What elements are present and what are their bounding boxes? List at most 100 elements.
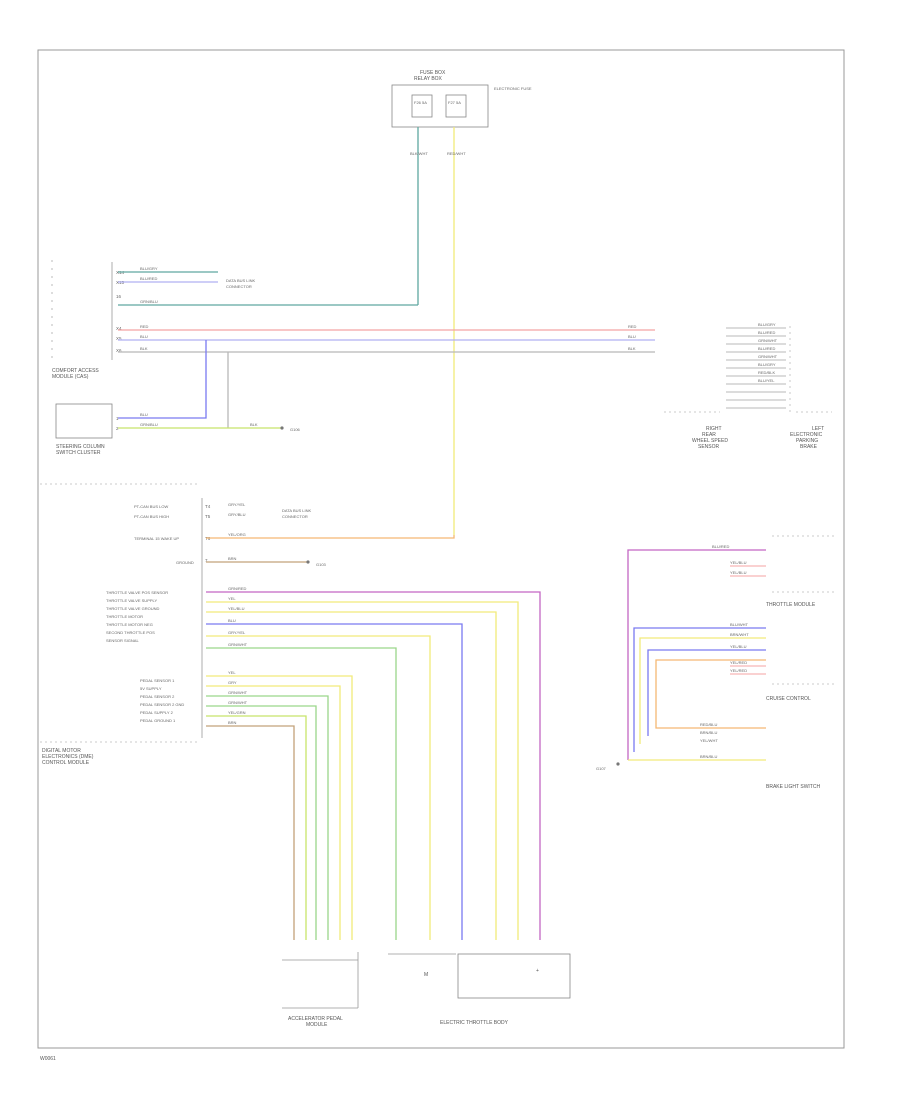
svg-text:PT-CAN BUS HIGH: PT-CAN BUS HIGH [134,514,169,519]
wire-bus-drop-blue [118,340,207,419]
svg-text:YEL/BLU: YEL/BLU [228,606,245,611]
svg-text:YEL/RED: YEL/RED [730,668,747,673]
svg-text:CONNECTOR: CONNECTOR [226,284,252,289]
svg-text:PEDAL SENSOR 2 GND: PEDAL SENSOR 2 GND [140,702,184,707]
electric-throttle-body: M + ELECTRIC THROTTLE BODY [388,953,571,1026]
fuse-box: FUSE BOX RELAY BOX ELECTRONIC FUSE F26 5… [391,70,532,128]
svg-text:REAR: REAR [702,432,716,438]
svg-text:SENSOR: SENSOR [698,444,720,450]
svg-text:CRUISE CONTROL: CRUISE CONTROL [766,696,811,702]
svg-text:7: 7 [205,558,208,563]
svg-text:BLU: BLU [228,618,236,623]
wire-pedal-4 [206,705,317,940]
wire-dme-wakeup [206,535,455,539]
svg-text:1: 1 [116,416,119,421]
svg-text:+: + [536,968,539,974]
svg-text:T4: T4 [205,504,211,509]
svg-text:DIGITAL MOTOR: DIGITAL MOTOR [42,748,81,754]
svg-text:BRAKE LIGHT SWITCH: BRAKE LIGHT SWITCH [766,784,820,790]
svg-text:ACCELERATOR PEDAL: ACCELERATOR PEDAL [288,1016,343,1022]
svg-text:F27 5A: F27 5A [448,100,461,105]
svg-text:2: 2 [116,426,119,431]
svg-text:M: M [424,972,428,978]
wire-brake-orange [655,659,766,729]
svg-text:BLU: BLU [140,412,148,417]
svg-text:GRY/YEL: GRY/YEL [228,502,246,507]
svg-text:MODULE: MODULE [306,1022,328,1028]
svg-text:PEDAL GROUND 1: PEDAL GROUND 1 [140,718,176,723]
svg-text:YEL/BLU: YEL/BLU [730,560,747,565]
wire-dme-x10 [206,623,463,940]
svg-text:SENSOR SIGNAL: SENSOR SIGNAL [106,638,139,643]
wire-dme-x11 [206,635,431,940]
right-sensor-wire-group [726,326,791,412]
svg-text:X4: X4 [116,326,122,331]
svg-text:BLK: BLK [250,422,258,427]
wire-dme-x7 [206,591,541,940]
steering-column-switch: STEERING COLUMN SWITCH CLUSTER [55,403,113,456]
wire-pedal-1 [206,675,353,940]
wire-brake-yellow [639,637,766,744]
svg-text:F26 5A: F26 5A [414,100,427,105]
svg-text:YEL/RED: YEL/RED [730,660,747,665]
svg-text:WHEEL SPEED: WHEEL SPEED [692,438,728,444]
svg-text:T5: T5 [205,514,211,519]
svg-text:YEL: YEL [228,596,236,601]
svg-text:BLU/GRY: BLU/GRY [758,362,776,367]
svg-text:DATA BUS LINK: DATA BUS LINK [282,508,312,513]
svg-text:RED: RED [628,324,637,329]
svg-text:YEL/ORG: YEL/ORG [228,532,246,537]
svg-text:BLU/GRY: BLU/GRY [758,322,776,327]
svg-text:BRN/WHT: BRN/WHT [730,632,749,637]
svg-text:YEL/BLU: YEL/BLU [730,644,747,649]
wire-pedal-3 [206,695,329,940]
svg-text:BLK: BLK [628,346,636,351]
svg-text:GROUND: GROUND [176,560,194,565]
svg-text:PEDAL SENSOR 2: PEDAL SENSOR 2 [140,694,175,699]
diagram-frame [37,49,845,1049]
wire-dme-x9 [206,611,497,940]
svg-text:TERMINAL 15 WAKE UP: TERMINAL 15 WAKE UP [134,536,179,541]
svg-text:BLU/GRY: BLU/GRY [140,266,158,271]
right-rear-wheel-speed-sensor: RIGHT REAR WHEEL SPEED SENSOR [664,411,728,450]
wire-pedal-5 [206,715,307,940]
svg-text:BLU: BLU [628,334,636,339]
svg-text:THROTTLE MOTOR NEG: THROTTLE MOTOR NEG [106,622,153,627]
wire-brake-blue2 [647,649,766,736]
dme-control-module: DIGITAL MOTOR ELECTRONICS (DME) CONTROL … [40,483,203,766]
svg-text:MODULE (CAS): MODULE (CAS) [52,374,89,380]
svg-text:BRN: BRN [228,720,237,725]
svg-text:BLU: BLU [140,334,148,339]
svg-text:GRY: GRY [228,680,237,685]
accelerator-pedal-module: ACCELERATOR PEDAL MODULE [282,952,359,1028]
svg-text:ELECTRONIC: ELECTRONIC [790,432,823,438]
svg-text:X6: X6 [116,348,122,353]
svg-text:BLU/RED: BLU/RED [758,346,775,351]
svg-text:PARKING: PARKING [796,438,818,444]
svg-text:YEL: YEL [228,670,236,675]
svg-text:GRY/YEL: GRY/YEL [228,630,246,635]
svg-text:THROTTLE VALVE SUPPLY: THROTTLE VALVE SUPPLY [106,598,157,603]
svg-text:GRN/WHT: GRN/WHT [758,338,778,343]
svg-text:RED/WHT: RED/WHT [447,151,466,156]
svg-text:SWITCH CLUSTER: SWITCH CLUSTER [56,450,101,456]
svg-text:BRN/BLU: BRN/BLU [700,730,717,735]
footer-code: W0061 [40,1056,56,1062]
svg-text:BLU/RED: BLU/RED [712,544,729,549]
svg-text:CONTROL MODULE: CONTROL MODULE [42,760,90,766]
svg-text:THROTTLE VALVE POS SENSOR: THROTTLE VALVE POS SENSOR [106,590,168,595]
svg-text:BRN/BLU: BRN/BLU [700,754,717,759]
svg-text:GRN/WHT: GRN/WHT [228,690,248,695]
svg-text:PEDAL SUPPLY 2: PEDAL SUPPLY 2 [140,710,174,715]
svg-text:FUSE BOX: FUSE BOX [420,70,446,76]
svg-text:BLU/RED: BLU/RED [758,330,775,335]
svg-text:BLU/RED: BLU/RED [140,276,157,281]
left-rear-electronic-parking-brake: LEFT ELECTRONIC PARKING BRAKE [790,411,832,450]
svg-text:G103: G103 [316,562,327,567]
svg-text:COMFORT ACCESS: COMFORT ACCESS [52,368,99,374]
svg-text:5V SUPPLY: 5V SUPPLY [140,686,162,691]
svg-text:BLU/WHT: BLU/WHT [730,622,749,627]
comfort-access-module: COMFORT ACCESS MODULE (CAS) [51,260,113,380]
svg-text:GRN/WHT: GRN/WHT [228,642,248,647]
